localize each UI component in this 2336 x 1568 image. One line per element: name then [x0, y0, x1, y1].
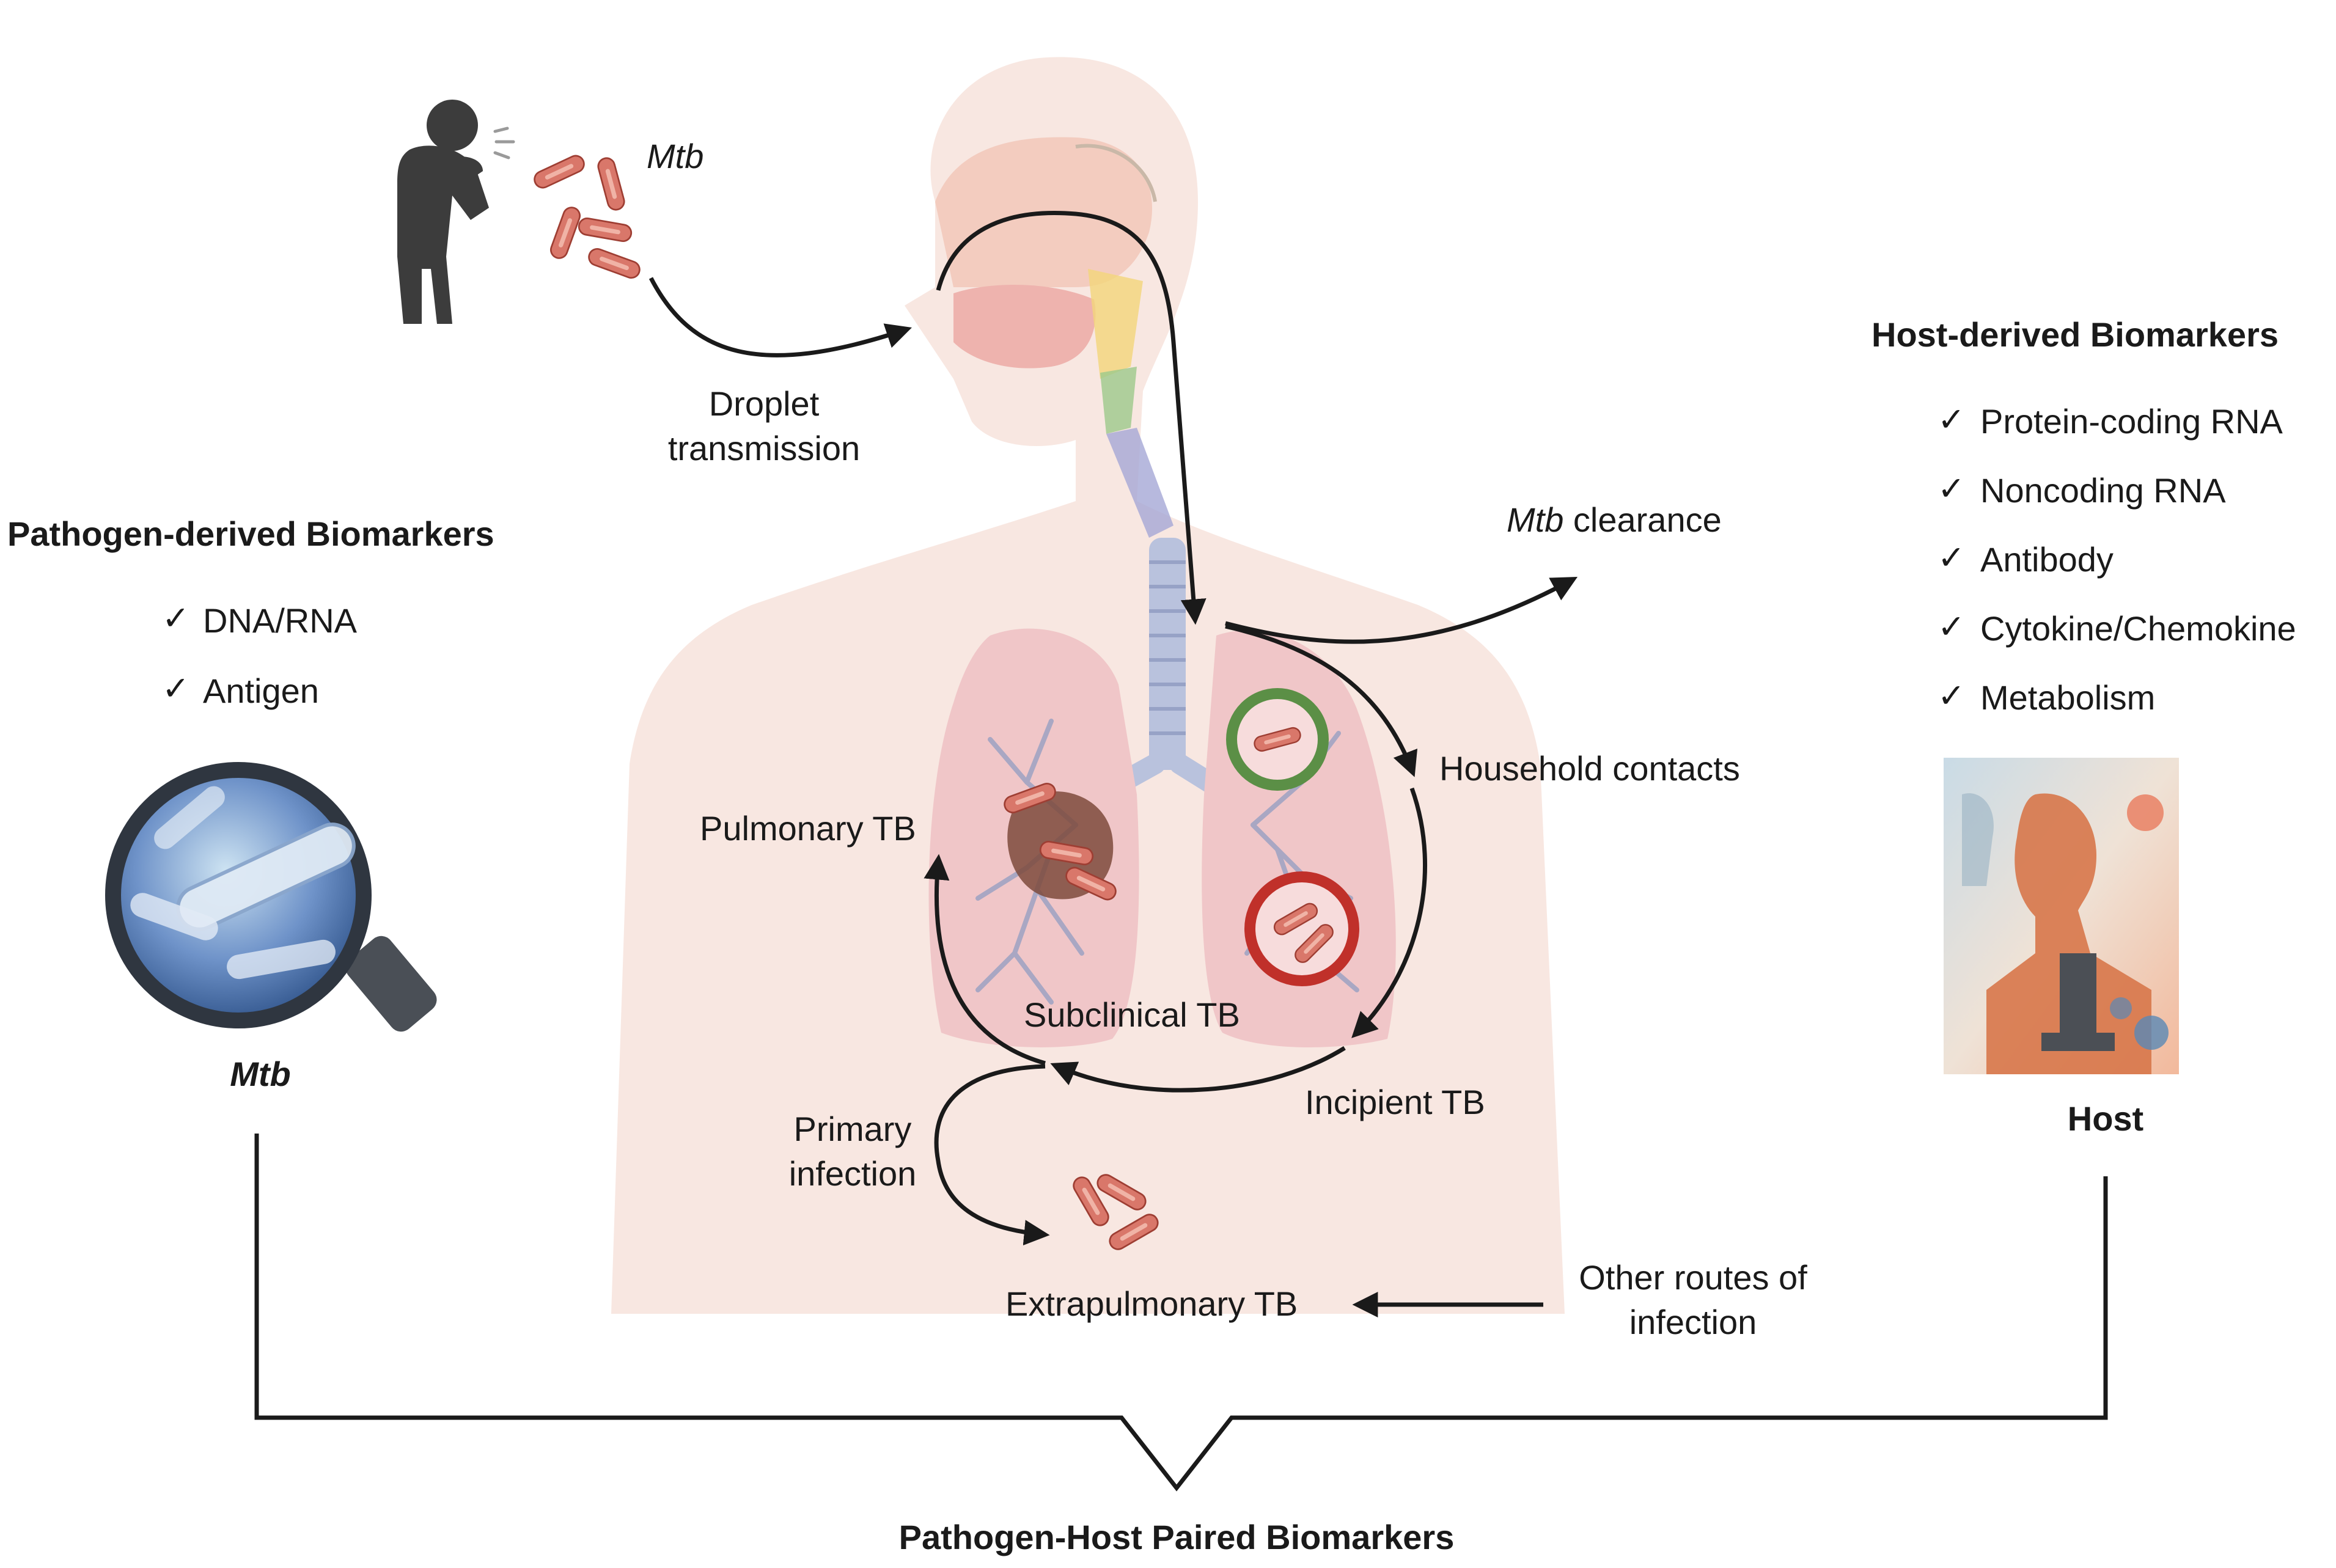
- other-routes-line1: Other routes of: [1579, 1258, 1807, 1297]
- host-item: Antibody: [1980, 540, 2114, 579]
- host-item: Metabolism: [1980, 678, 2156, 717]
- arrow-incipient: [1351, 787, 1427, 1038]
- check-icon: ✓: [1937, 469, 1966, 508]
- mtb-clearance-label: Mtb clearance: [1507, 498, 1722, 543]
- clearance-rest: clearance: [1563, 500, 1722, 539]
- arrow-airway: [936, 211, 1207, 625]
- clearance-italic: Mtb: [1507, 500, 1564, 539]
- arrow-subclinical: [1050, 1046, 1346, 1093]
- coughing-person-icon: [397, 100, 489, 324]
- extrapulmonary-tb-label: Extrapulmonary TB: [1005, 1284, 1298, 1323]
- pathogen-item: Antigen: [203, 672, 319, 710]
- bacterium-airborne: [531, 152, 643, 281]
- check-icon: ✓: [162, 669, 190, 708]
- host-item: Protein-coding RNA: [1980, 402, 2283, 441]
- mtb-magnifier-image: [105, 762, 437, 1032]
- pathogen-item: DNA/RNA: [203, 601, 358, 640]
- host-title: Host-derived Biomarkers: [1871, 315, 2279, 354]
- pulmonary-tb-label: Pulmonary TB: [700, 809, 916, 848]
- droplet-line1: Droplet: [708, 384, 820, 423]
- subclinical-tb-label: Subclinical TB: [1024, 995, 1240, 1034]
- droplet-line2: transmission: [667, 428, 861, 467]
- primary-line1: Primary: [793, 1110, 912, 1148]
- paired-biomarkers-title: Pathogen-Host Paired Biomarkers: [898, 1518, 1455, 1556]
- pathogen-title: Pathogen-derived Biomarkers: [7, 515, 494, 553]
- check-icon: ✓: [1937, 676, 1966, 715]
- check-icon: ✓: [162, 599, 190, 637]
- mtb-image-caption: Mtb: [230, 1055, 291, 1093]
- arrow-primary: [934, 1064, 1050, 1246]
- primary-infection-label: Primary infection: [761, 1107, 944, 1196]
- arrow-household: [1225, 624, 1418, 777]
- paired-bracket: [254, 1134, 2108, 1492]
- host-item: Noncoding RNA: [1980, 471, 2226, 510]
- red-ring: [1244, 871, 1359, 986]
- green-ring: [1226, 688, 1329, 791]
- host-item: Cytokine/Chemokine: [1980, 609, 2296, 648]
- household-contacts-label: Household contacts: [1439, 749, 1740, 788]
- arrow-droplet: [648, 277, 912, 357]
- droplet-transmission-label: Droplet transmission: [642, 382, 886, 471]
- check-icon: ✓: [1937, 400, 1966, 439]
- arrow-clearance: [1225, 577, 1578, 644]
- host-image-caption: Host: [2067, 1099, 2144, 1138]
- incipient-tb-label: Incipient TB: [1305, 1083, 1485, 1121]
- check-icon: ✓: [1937, 538, 1966, 577]
- cough-spray: [493, 126, 515, 159]
- other-routes-label: Other routes of infection: [1540, 1256, 1846, 1345]
- check-icon: ✓: [1937, 607, 1966, 646]
- other-routes-line2: infection: [1629, 1302, 1757, 1341]
- arrow-pulmonary: [924, 854, 1046, 1066]
- primary-line2: infection: [788, 1154, 917, 1193]
- mtb-label-top: Mtb: [647, 137, 704, 175]
- host-image: [1944, 758, 2179, 1074]
